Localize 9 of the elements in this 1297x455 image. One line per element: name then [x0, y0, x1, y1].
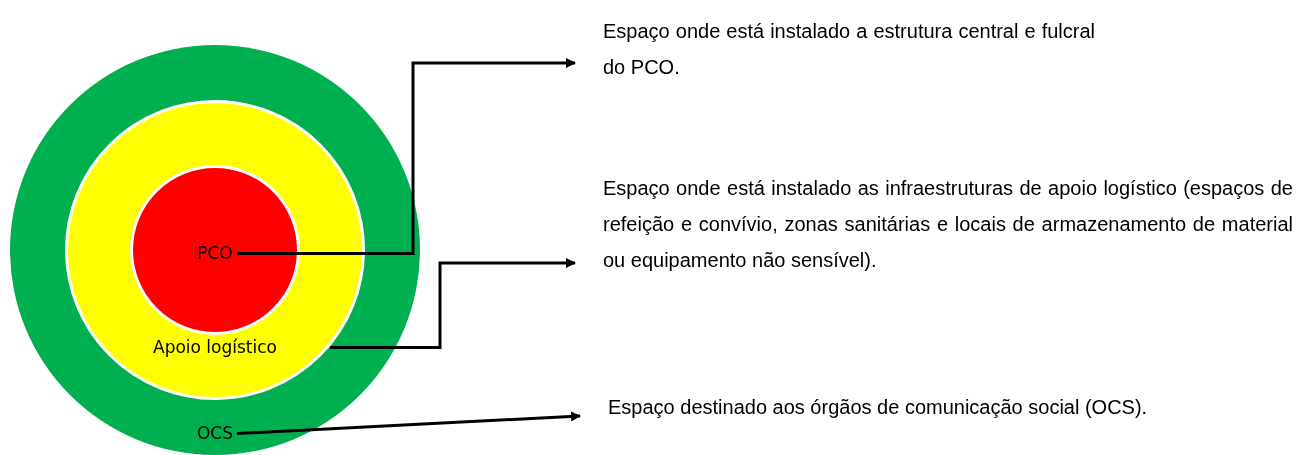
- arrow: [236, 58, 576, 255]
- arrow: [330, 258, 576, 349]
- zone-label: Apoio logístico: [153, 339, 277, 356]
- description-text: Espaço onde está instalado a estrutura central e fulcral do PCO.: [603, 13, 1095, 85]
- zone-label: PCO: [197, 245, 233, 262]
- arrow: [236, 411, 581, 435]
- description-text: Espaço destinado aos órgãos de comunicação social (OCS).: [608, 389, 1292, 425]
- zone-label: OCS: [197, 425, 233, 442]
- description-text: Espaço onde está instalado as infraestruturas de apoio logístico (espaços de refeição e convívio, zonas sanitárias e locais de armazenamento de material ou equipamento não sensível).: [603, 170, 1293, 278]
